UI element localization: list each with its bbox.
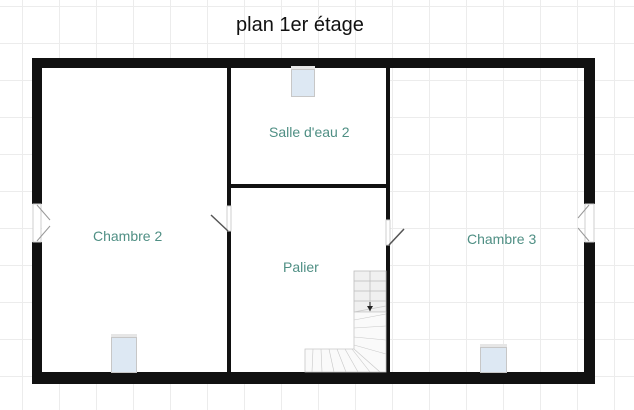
interior-wall-right-lower: [386, 245, 390, 372]
door-swing-icon[interactable]: [210, 205, 232, 232]
outer-wall-bottom: [32, 372, 595, 384]
window-icon: [480, 347, 507, 373]
outer-wall-left-lower: [32, 242, 42, 384]
interior-wall-left-lower: [227, 231, 231, 372]
window-icon: [111, 337, 137, 373]
interior-wall-left-upper: [227, 68, 231, 206]
stair-direction-arrow-icon: [367, 302, 373, 311]
room-label-palier: Palier: [283, 259, 319, 275]
room-label-chambre-3: Chambre 3: [467, 231, 537, 247]
outer-wall-top: [32, 58, 595, 68]
door-swing-icon[interactable]: [385, 219, 405, 246]
room-label-chambre-2: Chambre 2: [93, 228, 163, 244]
room-label-salle-deau-2: Salle d'eau 2: [269, 124, 350, 140]
window-icon: [291, 69, 315, 97]
staircase: [304, 270, 387, 373]
outer-wall-right-upper: [584, 58, 595, 204]
door-swing-icon: [577, 203, 595, 243]
door-swing-icon: [32, 203, 51, 243]
outer-wall-right-lower: [584, 242, 595, 384]
interior-wall-right-upper: [386, 68, 390, 220]
outer-wall-left-upper: [32, 58, 42, 204]
room-area-chambre-2: [42, 68, 227, 372]
interior-wall-horizontal: [231, 184, 386, 188]
plan-title: plan 1er étage: [236, 14, 364, 36]
